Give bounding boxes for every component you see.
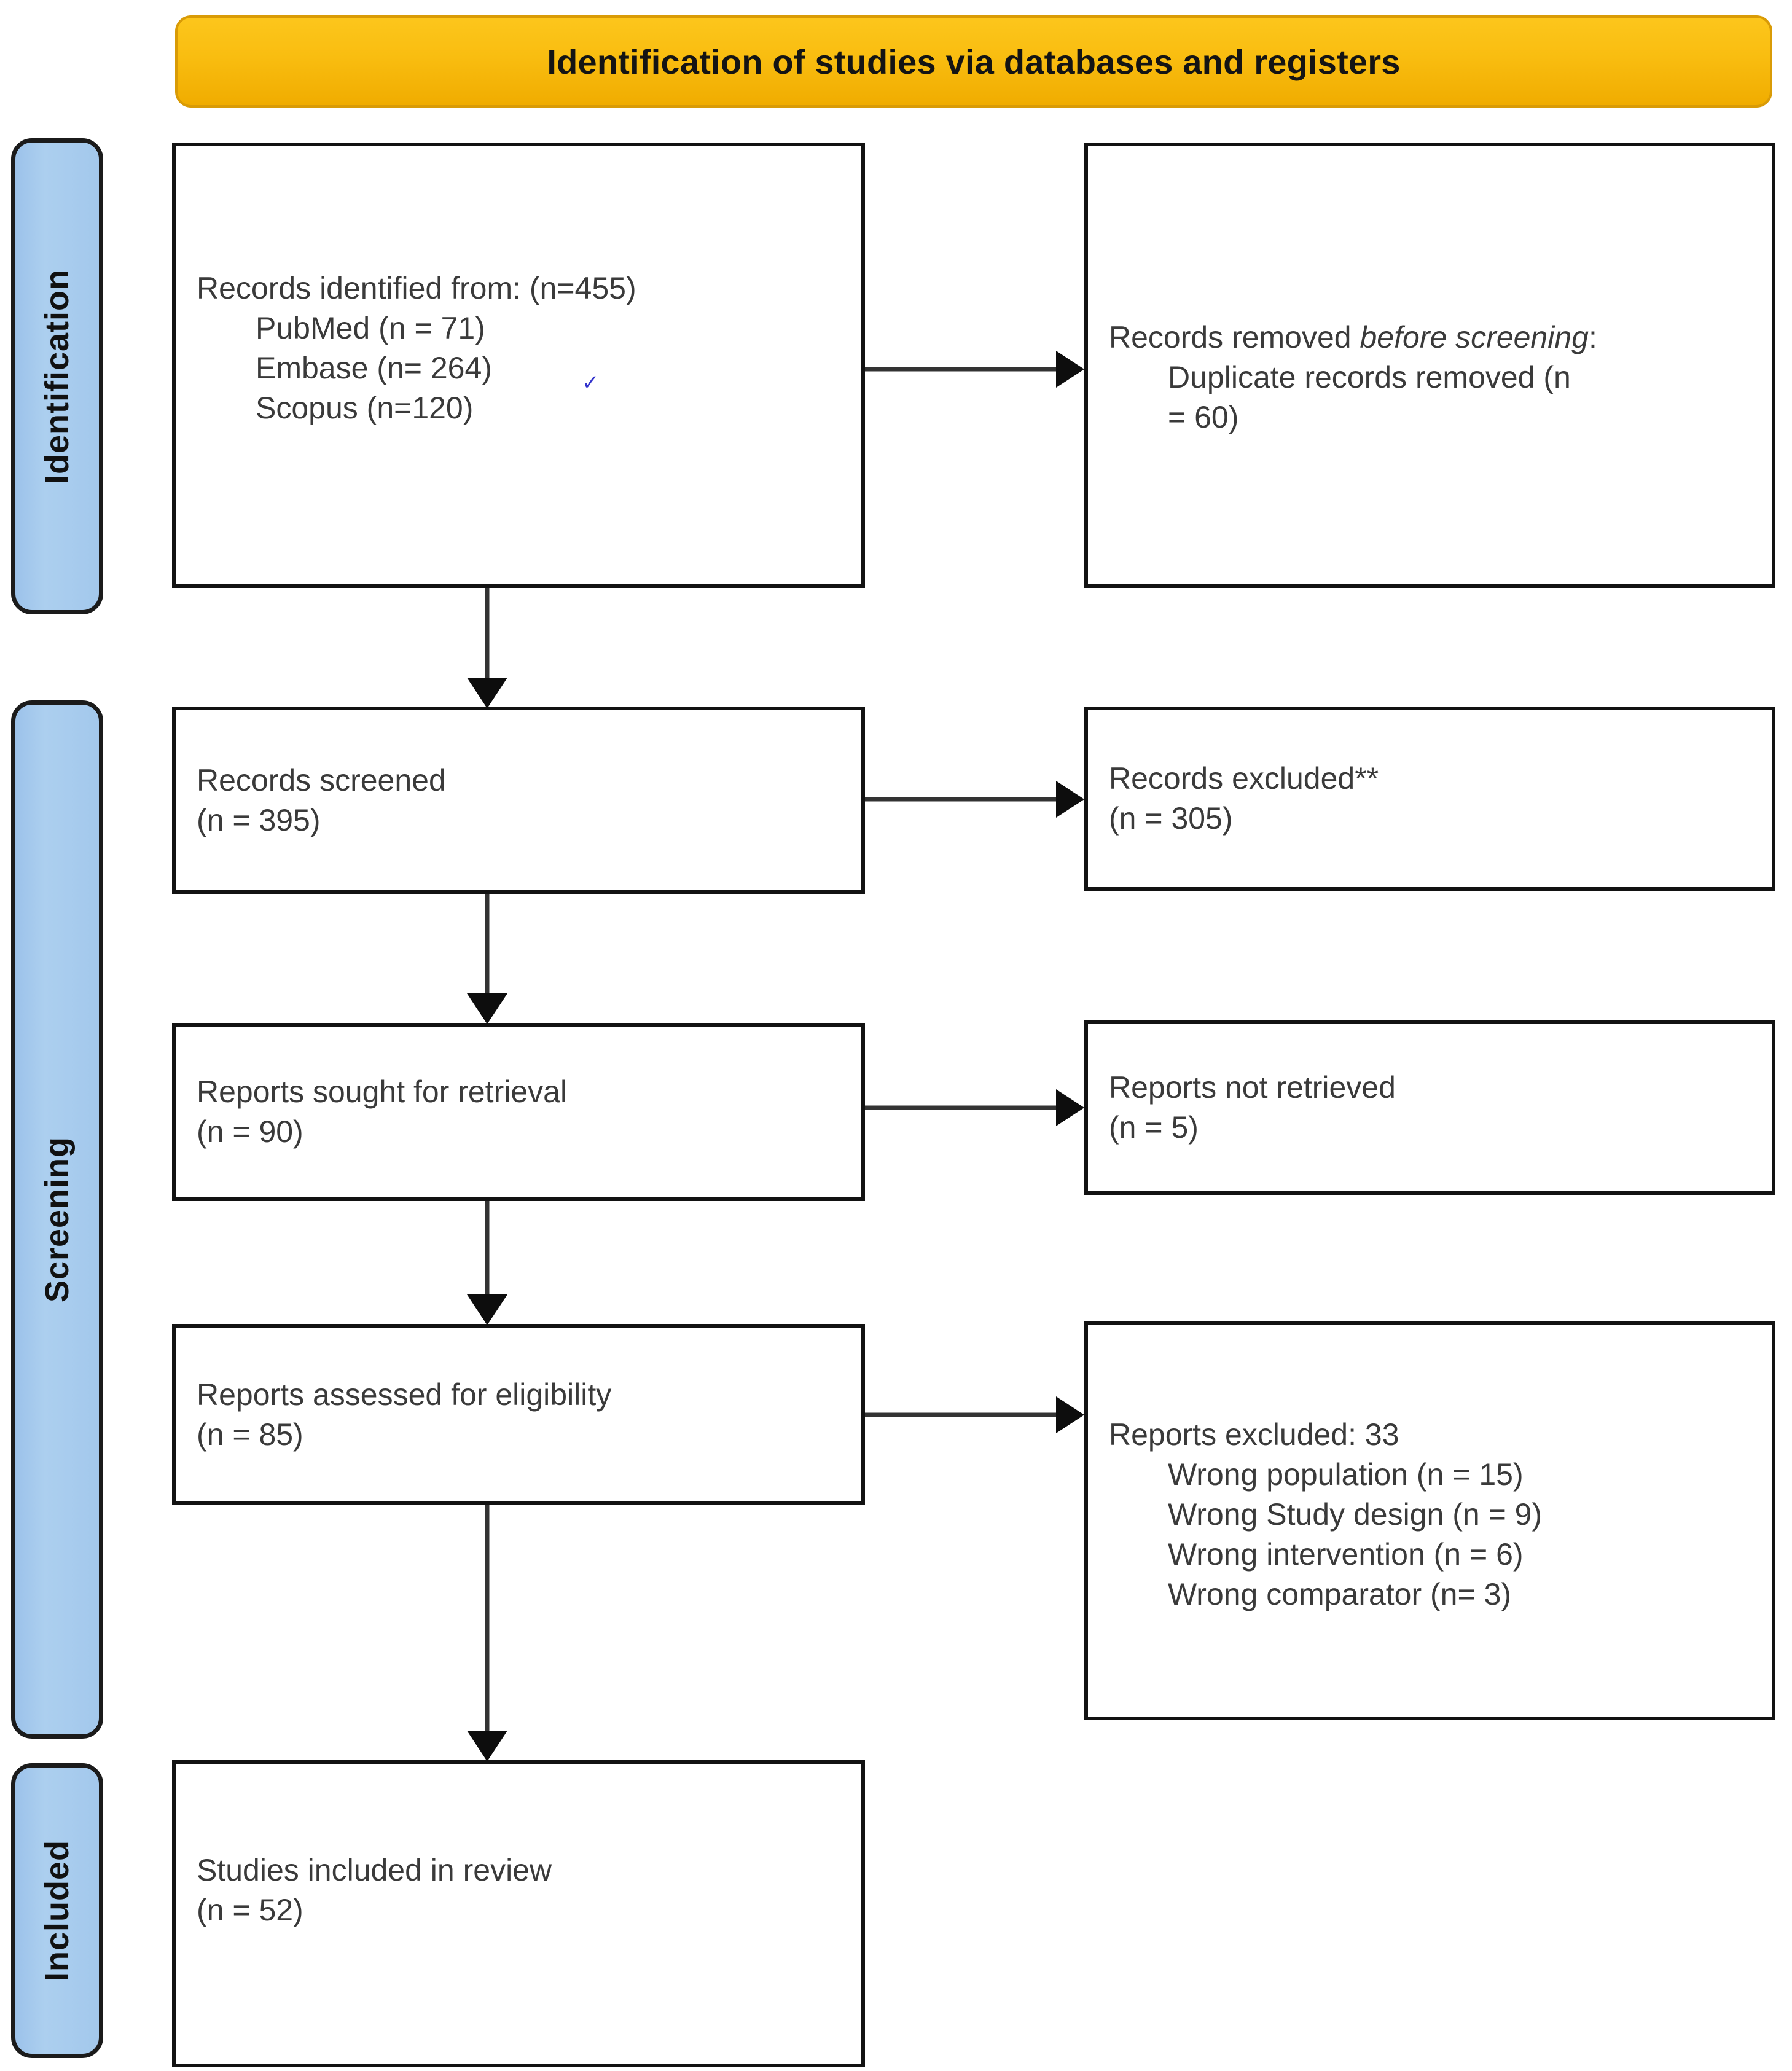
arrow-shaft <box>485 1201 490 1296</box>
records-removed-heading-a: Records removed <box>1109 320 1360 354</box>
reports-not-retrieved-count: (n = 5) <box>1109 1110 1199 1145</box>
box-reports-not-retrieved-content: Reports not retrieved (n = 5) <box>1088 1068 1772 1148</box>
box-records-identified-content: Records identified from: (n=455) PubMed … <box>176 268 861 428</box>
box-records-identified: Records identified from: (n=455) PubMed … <box>172 143 865 588</box>
box-reports-excluded-content: Reports excluded: 33 Wrong population (n… <box>1088 1415 1772 1615</box>
duplicate-records-removed-line2: = 60) <box>1168 400 1239 434</box>
reports-sought-count: (n = 90) <box>197 1114 303 1149</box>
arrow-shaft <box>485 588 490 679</box>
box-reports-sought-for-retrieval: Reports sought for retrieval (n = 90) <box>172 1023 865 1201</box>
arrow-identified-to-removed <box>865 350 1084 388</box>
arrow-head-icon <box>1056 1089 1084 1126</box>
arrow-head-icon <box>467 993 507 1024</box>
stage-label-identification: Identification <box>11 138 103 614</box>
box-studies-included-in-review: Studies included in review (n = 52) <box>172 1760 865 2067</box>
arrow-head-icon <box>1056 781 1084 818</box>
records-excluded-count: (n = 305) <box>1109 801 1233 836</box>
reports-sought-label: Reports sought for retrieval <box>197 1075 568 1109</box>
arrow-sought-to-not-retrieved <box>865 1089 1084 1127</box>
reports-excluded-wrong-comparator: Wrong comparator (n= 3) <box>1168 1576 1512 1611</box>
arrow-sought-to-assessed <box>467 1201 507 1325</box>
diagram-header-banner: Identification of studies via databases … <box>175 15 1772 108</box>
records-removed-heading-b: : <box>1588 320 1597 354</box>
box-reports-assessed-content: Reports assessed for eligibility (n = 85… <box>176 1375 861 1455</box>
records-removed-heading: Records removed before screening: <box>1109 320 1597 354</box>
records-screened-label: Records screened <box>197 762 446 797</box>
stage-label-screening-text: Screening <box>39 1136 76 1303</box>
box-records-removed-content: Records removed before screening: Duplic… <box>1088 318 1772 437</box>
arrow-assessed-to-reports-excluded <box>865 1396 1084 1434</box>
reports-excluded-total: Reports excluded: 33 <box>1109 1417 1399 1452</box>
records-excluded-label: Records excluded** <box>1109 761 1379 796</box>
box-records-screened-content: Records screened (n = 395) <box>176 761 861 840</box>
arrow-screened-to-records-excluded <box>865 780 1084 818</box>
stage-label-included-text: Included <box>39 1839 76 1982</box>
box-records-screened: Records screened (n = 395) <box>172 707 865 894</box>
records-removed-heading-emphasis: before screening <box>1360 320 1589 354</box>
reports-assessed-label: Reports assessed for eligibility <box>197 1377 612 1412</box>
records-identified-total: Records identified from: (n=455) <box>197 270 636 305</box>
arrow-assessed-to-included <box>467 1505 507 1761</box>
arrow-shaft <box>485 894 490 995</box>
reports-excluded-wrong-study-design: Wrong Study design (n = 9) <box>1168 1497 1543 1532</box>
arrow-screened-to-sought <box>467 894 507 1024</box>
duplicate-records-removed-line1: Duplicate records removed (n <box>1168 360 1571 394</box>
arrow-shaft <box>865 367 1057 372</box>
box-reports-sought-content: Reports sought for retrieval (n = 90) <box>176 1072 861 1152</box>
box-records-excluded-content: Records excluded** (n = 305) <box>1088 759 1772 839</box>
diagram-title: Identification of studies via databases … <box>547 42 1401 81</box>
arrow-head-icon <box>467 678 507 708</box>
stage-label-screening: Screening <box>11 700 103 1739</box>
arrow-shaft <box>865 1412 1057 1417</box>
box-records-removed-before-screening: Records removed before screening: Duplic… <box>1084 143 1775 588</box>
box-records-excluded: Records excluded** (n = 305) <box>1084 707 1775 891</box>
arrow-head-icon <box>1056 351 1084 388</box>
studies-included-label: Studies included in review <box>197 1853 552 1887</box>
stage-label-identification-text: Identification <box>39 268 76 484</box>
reports-excluded-wrong-population: Wrong population (n = 15) <box>1168 1457 1524 1492</box>
arrow-head-icon <box>467 1731 507 1761</box>
box-reports-assessed-for-eligibility: Reports assessed for eligibility (n = 85… <box>172 1324 865 1505</box>
arrow-shaft <box>865 797 1057 802</box>
reports-assessed-count: (n = 85) <box>197 1417 303 1452</box>
arrow-head-icon <box>467 1294 507 1325</box>
arrow-identified-to-screened <box>467 588 507 708</box>
stage-label-included: Included <box>11 1763 103 2058</box>
box-reports-excluded-with-reasons: Reports excluded: 33 Wrong population (n… <box>1084 1321 1775 1720</box>
records-identified-scopus: Scopus (n=120) <box>256 390 474 425</box>
studies-included-count: (n = 52) <box>197 1893 303 1927</box>
box-reports-not-retrieved: Reports not retrieved (n = 5) <box>1084 1020 1775 1195</box>
reports-excluded-wrong-intervention: Wrong intervention (n = 6) <box>1168 1537 1524 1572</box>
arrow-head-icon <box>1056 1396 1084 1433</box>
records-identified-pubmed: PubMed (n = 71) <box>256 310 485 345</box>
records-identified-embase: Embase (n= 264) <box>256 350 492 385</box>
arrow-shaft <box>865 1105 1057 1110</box>
reports-not-retrieved-label: Reports not retrieved <box>1109 1070 1396 1105</box>
cursor-artifact-icon: ✓ <box>582 371 600 394</box>
arrow-shaft <box>485 1505 490 1732</box>
records-screened-count: (n = 395) <box>197 802 321 837</box>
box-studies-included-content: Studies included in review (n = 52) <box>176 1850 861 1930</box>
